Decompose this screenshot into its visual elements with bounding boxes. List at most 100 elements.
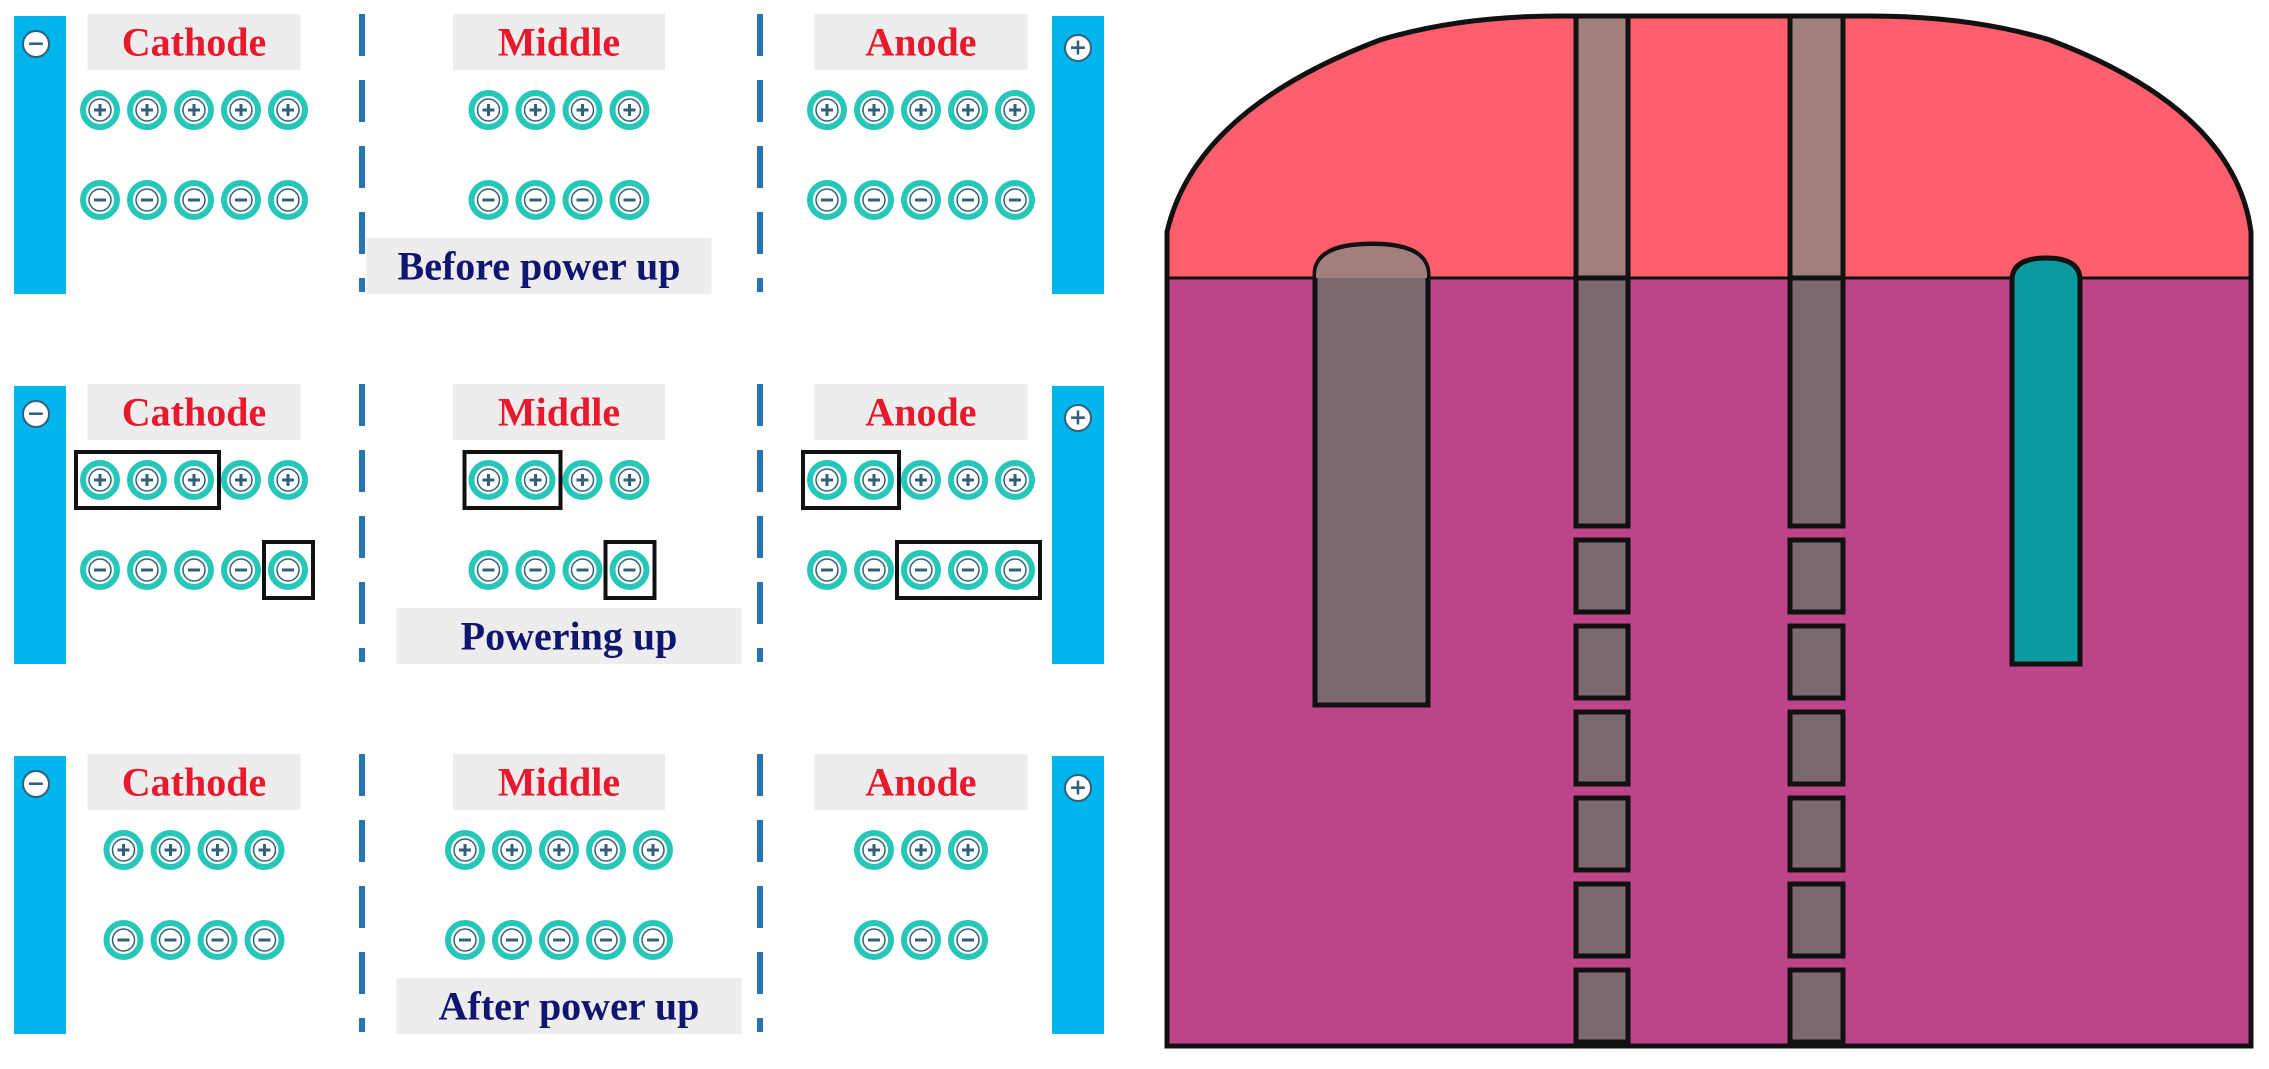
ion-inner-ring xyxy=(570,468,595,492)
electrolysis-cell-diagram xyxy=(1164,13,2254,1049)
cathode-label-box xyxy=(87,754,301,810)
migration-highlight-box xyxy=(801,450,901,510)
ion-inner-ring xyxy=(815,558,839,582)
ion-inner-ring xyxy=(956,98,980,122)
column-segment xyxy=(1573,881,1631,959)
anode-label: Anode xyxy=(865,20,976,65)
cation-icon xyxy=(244,830,285,870)
anode-electrode-bar xyxy=(1052,16,1104,294)
anode-sign-icon xyxy=(1064,774,1092,802)
ion-inner-ring xyxy=(453,928,477,952)
cell-headspace xyxy=(1167,16,2251,278)
ion-inner-ring xyxy=(252,928,277,952)
cation-icon xyxy=(995,460,1035,500)
ion-inner-ring xyxy=(229,468,253,492)
ion-inner-ring xyxy=(252,838,277,862)
cathode-electrode: − xyxy=(14,16,66,294)
ion-inner-ring xyxy=(476,468,501,492)
ion-inner-ring xyxy=(500,838,524,862)
cation-icon xyxy=(174,460,214,500)
cation-icon xyxy=(221,90,261,130)
ion-inner-ring xyxy=(547,838,571,862)
anion-icon xyxy=(901,180,941,220)
anode-electrode: + xyxy=(1052,16,1104,294)
ion-inner-ring xyxy=(547,928,571,952)
ion-inner-ring xyxy=(570,98,595,122)
anion-icon xyxy=(445,920,485,960)
ion-inner-ring xyxy=(135,468,159,492)
anion-icon xyxy=(127,550,167,590)
anion-icon xyxy=(244,920,285,960)
anion-icon xyxy=(492,920,532,960)
anion-icon xyxy=(268,180,308,220)
ion-inner-ring xyxy=(523,558,548,582)
ion-inner-ring xyxy=(570,558,595,582)
ion-inner-ring xyxy=(88,558,112,582)
ion-inner-ring xyxy=(956,558,980,582)
column-upper xyxy=(1573,13,1631,281)
migration-highlight-box xyxy=(74,450,221,510)
ion-inner-ring xyxy=(815,468,839,492)
column-segment xyxy=(1787,537,1846,615)
cation-icon xyxy=(948,90,988,130)
cathode-rod-top xyxy=(1316,246,1427,278)
cation-icon xyxy=(515,90,556,130)
stage-caption-box xyxy=(366,238,712,294)
cathode-sign-text: − xyxy=(27,772,45,797)
ion-inner-ring xyxy=(500,928,524,952)
cathode-sign-text: − xyxy=(27,32,45,57)
membrane-column-left xyxy=(1573,13,1631,1045)
cation-icon xyxy=(150,830,191,870)
ion-inner-ring xyxy=(862,558,886,582)
middle-label-box xyxy=(453,384,665,440)
ion-inner-ring xyxy=(111,928,136,952)
anion-icon xyxy=(901,920,941,960)
anode-label: Anode xyxy=(865,390,976,435)
column-lower xyxy=(1787,275,1846,529)
cation-icon xyxy=(445,830,485,870)
ion-inner-ring xyxy=(956,838,980,862)
ion-inner-ring xyxy=(956,188,980,212)
anion-icon xyxy=(807,180,847,220)
cation-icon xyxy=(80,460,120,500)
ion-inner-ring xyxy=(88,98,112,122)
ion-inner-ring xyxy=(1003,98,1027,122)
ion-inner-ring xyxy=(617,188,642,212)
anion-icon xyxy=(515,550,556,590)
cation-icon xyxy=(562,460,603,500)
anion-icon xyxy=(609,180,650,220)
ion-inner-ring xyxy=(523,98,548,122)
middle-label-box xyxy=(453,14,665,70)
ion-inner-ring xyxy=(570,188,595,212)
cathode-sign-text: − xyxy=(27,402,45,427)
anion-icon xyxy=(854,920,894,960)
ion-inner-ring xyxy=(617,468,642,492)
cathode-sign-icon xyxy=(22,30,50,58)
cathode-label-box xyxy=(87,384,301,440)
migration-highlight-box xyxy=(895,540,1042,600)
column-segment xyxy=(1787,795,1846,873)
cation-icon xyxy=(468,90,509,130)
column-segment xyxy=(1573,623,1631,701)
ion-inner-ring xyxy=(909,558,933,582)
ion-inner-ring xyxy=(182,98,206,122)
middle-label-box xyxy=(453,754,665,810)
anion-icon xyxy=(221,550,261,590)
anion-icon xyxy=(562,550,603,590)
cation-icon xyxy=(174,90,214,130)
ion-inner-ring xyxy=(182,188,206,212)
anion-icon xyxy=(948,550,988,590)
anion-icon xyxy=(80,550,120,590)
anode-sign-icon xyxy=(1064,34,1092,62)
stage-caption: Before power up xyxy=(398,244,681,289)
column-lower xyxy=(1573,275,1631,529)
ion-inner-ring xyxy=(88,468,112,492)
anion-icon xyxy=(995,180,1035,220)
cation-icon xyxy=(609,90,650,130)
anion-icon xyxy=(995,550,1035,590)
ion-inner-ring xyxy=(862,98,886,122)
cation-icon xyxy=(948,830,988,870)
